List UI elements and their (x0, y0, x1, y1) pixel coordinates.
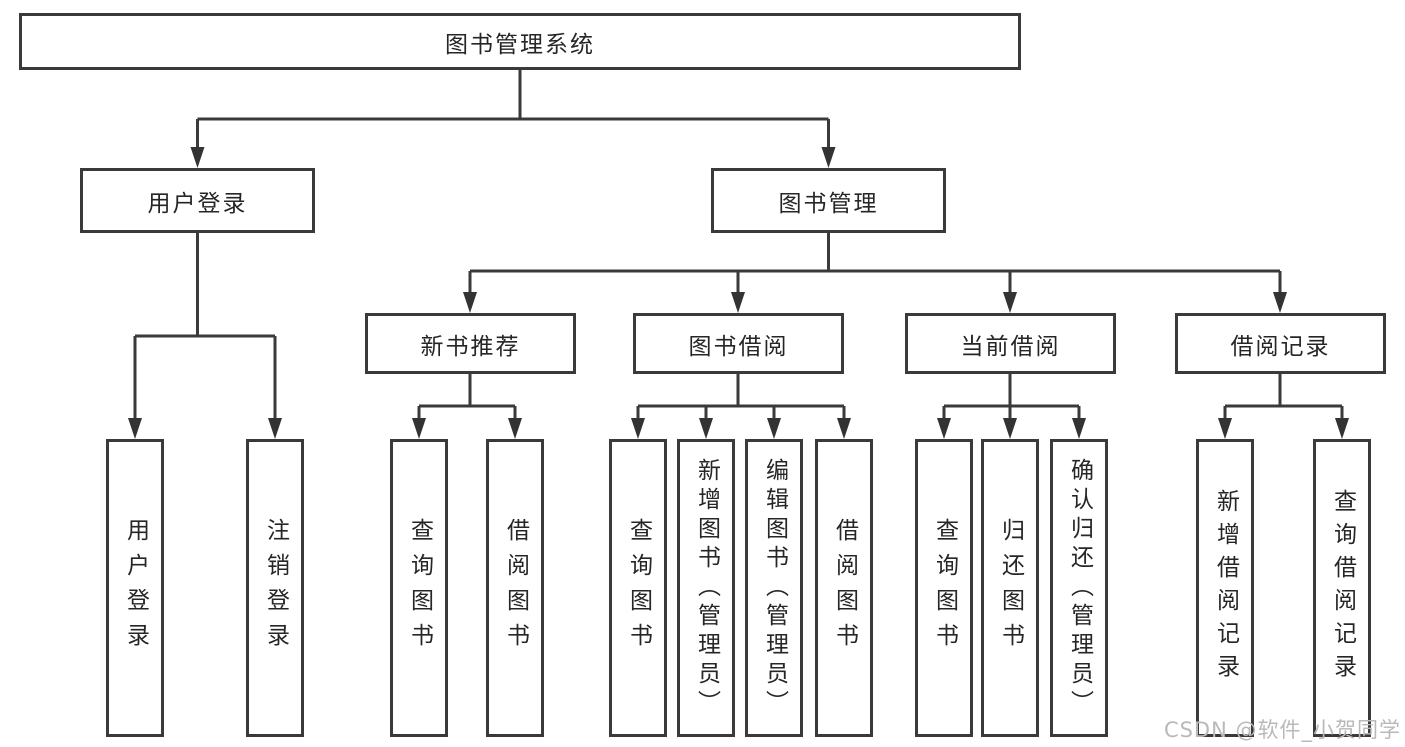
leaf-query-books-current: 查询图书 (915, 439, 973, 737)
node-borrow-records: 借阅记录 (1175, 313, 1386, 374)
leaf-query-books-recommend: 查询图书 (390, 439, 448, 737)
node-root: 图书管理系统 (19, 13, 1021, 70)
leaf-borrow-books-recommend: 借阅图书 (486, 439, 544, 737)
leaf-query-books-borrow: 查询图书 (609, 439, 667, 737)
node-new-book-recommend: 新书推荐 (365, 313, 576, 374)
leaf-return-book: 归还图书 (981, 439, 1039, 737)
node-current-borrow: 当前借阅 (905, 313, 1116, 374)
node-book-borrow: 图书借阅 (633, 313, 844, 374)
leaf-borrow-books: 借阅图书 (815, 439, 873, 737)
leaf-edit-book-admin: 编辑图书（管理员） (745, 439, 803, 737)
leaf-add-borrow-record: 新增借阅记录 (1196, 439, 1254, 737)
leaf-query-borrow-record: 查询借阅记录 (1313, 439, 1371, 737)
node-book-management: 图书管理 (711, 168, 946, 233)
leaf-logout: 注销登录 (246, 439, 304, 737)
leaf-user-login: 用户登录 (106, 439, 164, 737)
csdn-watermark: CSDN @软件_小贺同学 (1163, 718, 1401, 742)
node-user-login: 用户登录 (80, 168, 315, 233)
leaf-confirm-return-admin: 确认归还（管理员） (1050, 439, 1108, 737)
leaf-add-book-admin: 新增图书（管理员） (677, 439, 735, 737)
